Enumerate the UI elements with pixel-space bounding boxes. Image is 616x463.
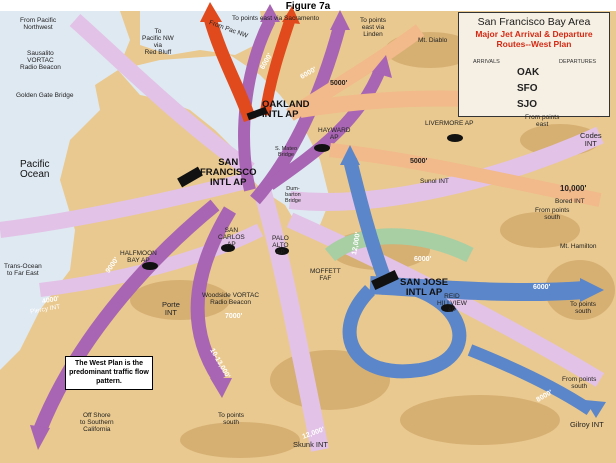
mt-diablo-label: Mt. Diablo bbox=[418, 37, 448, 44]
sancarlos-icon bbox=[221, 244, 235, 252]
sausalito-label: Sausalito VORTAC Radio Beacon bbox=[20, 50, 61, 71]
legend-code-sjo: SJO bbox=[517, 99, 538, 110]
alt-7000: 7000' bbox=[225, 313, 243, 320]
sfo-airport-label: SAN FRANCISCO INTL AP bbox=[200, 157, 257, 188]
from-points-south-1-label: From points south bbox=[535, 207, 570, 221]
bored-label: Bored INT bbox=[555, 198, 585, 205]
paloalto-label: PALO ALTO AP bbox=[272, 235, 289, 256]
hayward-icon bbox=[314, 144, 330, 152]
alt-5000-oak: 5000' bbox=[330, 80, 348, 87]
legend-title: San Francisco Bay Area bbox=[477, 16, 591, 28]
pacific-ocean-label: Pacific Ocean bbox=[20, 159, 50, 180]
alt-6000-sj: 6000' bbox=[533, 284, 551, 291]
hayward-label: HAYWARD AP bbox=[318, 127, 351, 141]
to-points-south-1-label: To points south bbox=[570, 301, 597, 315]
sfo-runway-icon bbox=[177, 166, 203, 188]
from-points-south-2-label: From points south bbox=[562, 376, 597, 390]
points-sacramento-label: To points east via Sacramento bbox=[232, 15, 320, 22]
from-points-east-label: From points east bbox=[525, 114, 560, 128]
dumbarton-bridge-label: Dum- barton Bridge bbox=[285, 186, 301, 204]
woodside-label: Woodside VORTAC Radio Beacon bbox=[202, 292, 260, 306]
halfmoon-icon bbox=[142, 262, 158, 270]
oak-runway-icon bbox=[246, 106, 268, 121]
skunk-label: Skunk INT bbox=[293, 440, 329, 449]
alt-6000-mid: 6000' bbox=[414, 256, 432, 263]
legend-subtitle: Major Jet Arrival & Departure Routes--We… bbox=[459, 29, 609, 49]
san-mateo-bridge-label: S. Mateo Bridge bbox=[275, 146, 298, 158]
mt-hamilton-label: Mt. Hamilton bbox=[560, 243, 597, 250]
sjo-arrival-routes bbox=[324, 228, 474, 263]
sancarlos-label: SAN CARLOS AP bbox=[218, 227, 245, 248]
legend-box: San Francisco Bay Area Major Jet Arrival… bbox=[458, 12, 610, 117]
legend-subtitle-line1: Major Jet Arrival & Departure bbox=[475, 29, 593, 39]
trans-ocean-label: Trans-Ocean to Far East bbox=[4, 263, 42, 277]
airport-marks bbox=[142, 106, 463, 312]
oakland-airport-label: OAKLAND INTL AP bbox=[262, 99, 310, 120]
gilroy-label: Gilroy INT bbox=[570, 420, 604, 429]
to-pacific-nw-label: To Pacific NW via Red Bluff bbox=[142, 28, 174, 56]
points-linden-label: To points east via Linden bbox=[360, 17, 387, 38]
pacific-ocean bbox=[0, 11, 130, 370]
legend-code-oak: OAK bbox=[517, 67, 540, 78]
offshore-label: Off Shore to Southern California bbox=[80, 412, 114, 433]
reidhillview-icon bbox=[441, 304, 455, 312]
golden-gate-label: Golden Gate Bridge bbox=[16, 92, 74, 99]
pacific-northwest-label: From Pacific Northwest bbox=[20, 17, 57, 31]
sjo-runway-icon bbox=[371, 269, 399, 291]
reidhillview-label: REID HILLVIEW AP bbox=[437, 293, 467, 314]
arrow-heads bbox=[30, 2, 606, 450]
sanjose-airport-label: SAN JOSE INTL AP bbox=[400, 277, 449, 298]
north-bay bbox=[140, 11, 265, 55]
to-points-south-2-label: To points south bbox=[218, 412, 245, 426]
sunol-label: Sunol INT bbox=[420, 178, 449, 185]
porte-label: Porte INT bbox=[162, 300, 180, 317]
west-plan-note: The West Plan is the predominant traffic… bbox=[65, 356, 153, 390]
moffett-label: MOFFETT FAF bbox=[310, 268, 341, 282]
alt-10000: 10,000' bbox=[560, 184, 587, 193]
codes-label: Codes INT bbox=[580, 131, 602, 148]
legend-departures-header: DEPARTURES bbox=[559, 59, 597, 65]
legend-code-sfo: SFO bbox=[517, 83, 538, 94]
livermore-label: LIVERMORE AP bbox=[425, 120, 474, 127]
alt-5000-sunol: 5000' bbox=[410, 158, 428, 165]
halfmoon-label: HALFMOON BAY AP bbox=[120, 250, 157, 264]
legend-subtitle-line2: Routes--West Plan bbox=[496, 38, 572, 49]
paloalto-icon bbox=[275, 247, 289, 255]
figure-label: Figure 7a bbox=[285, 1, 331, 12]
oak-departure-routes bbox=[203, 16, 296, 123]
sjo-departure-routes bbox=[342, 158, 594, 415]
livermore-icon bbox=[447, 134, 463, 142]
legend-arrivals-header: ARRIVALS bbox=[473, 59, 500, 65]
